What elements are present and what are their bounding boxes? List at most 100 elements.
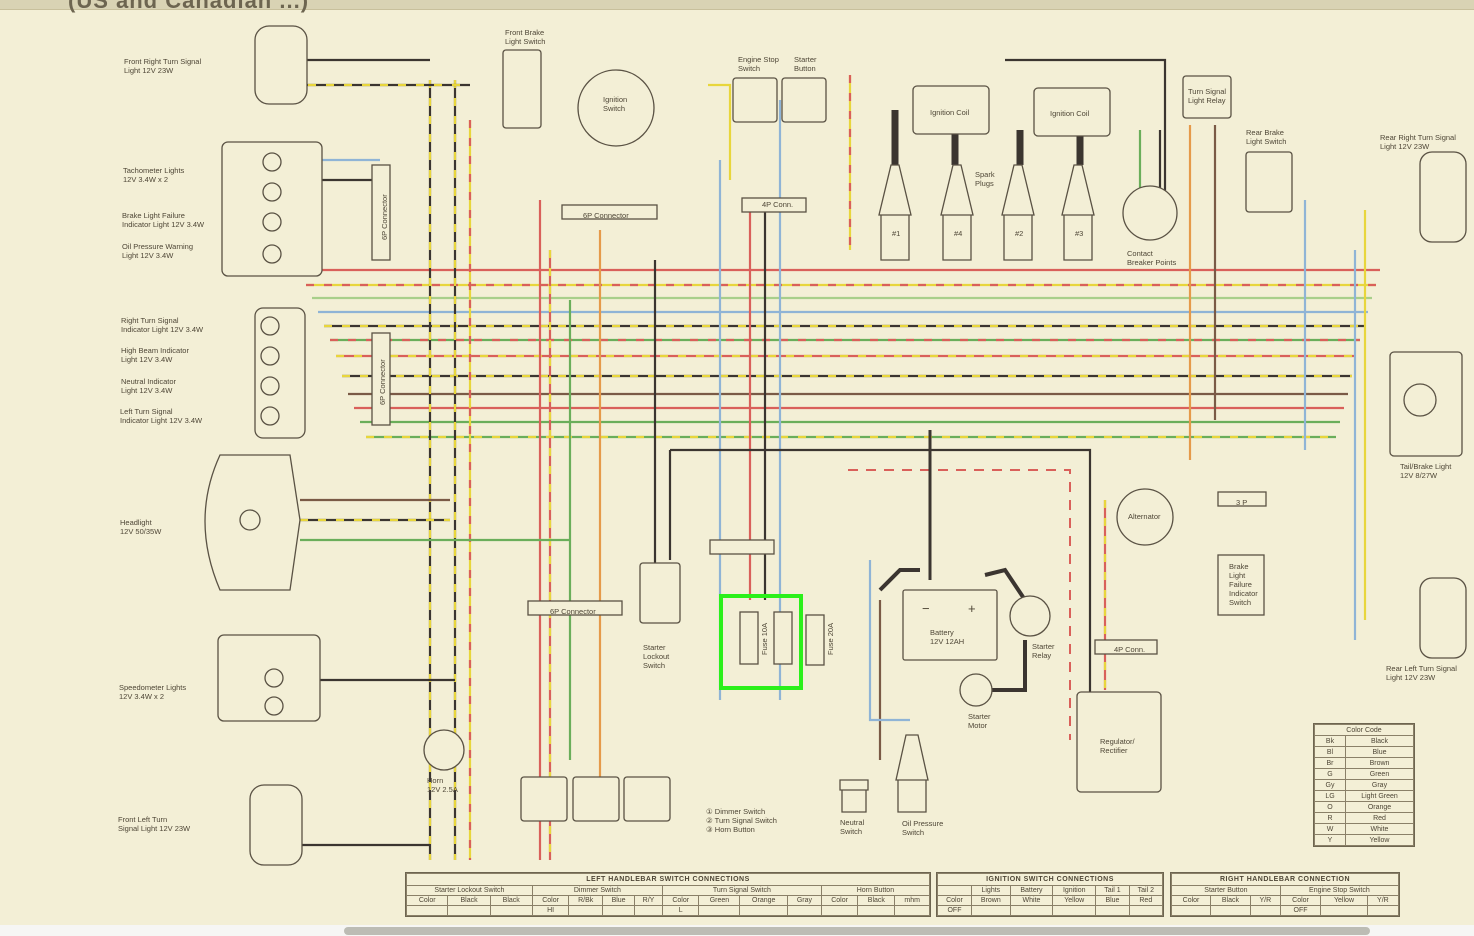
table-cell <box>1128 905 1164 916</box>
label-right-turn-indicator: Right Turn Signal Indicator Light 12V 3.… <box>121 316 204 334</box>
color-abbr: Bl <box>1314 746 1346 758</box>
color-abbr: G <box>1314 768 1346 780</box>
table-group-header: Ignition <box>1052 885 1097 896</box>
horn-button-icon <box>623 776 671 822</box>
table-column-header: Color <box>937 895 972 906</box>
engine-stop-switch-icon <box>732 77 778 123</box>
front-right-turn-signal-lamp <box>254 25 308 105</box>
table-cell <box>820 905 859 916</box>
bulb-icon <box>264 696 284 716</box>
label-regulator: Regulator/ Rectifier <box>1100 737 1135 755</box>
label-horn: Horn 12V 2.5A <box>427 776 458 794</box>
table-cell <box>1095 905 1130 916</box>
table-column-header: Blue <box>1095 895 1130 906</box>
table-title: IGNITION SWITCH CONNECTIONS <box>937 873 1163 886</box>
label-plug-1: #1 <box>892 229 901 238</box>
label-brake-failure-light: Brake Light Failure Indicator Light 12V … <box>122 211 205 229</box>
wires <box>280 58 1380 860</box>
color-abbr: Br <box>1314 757 1346 769</box>
label-neutral-indicator: Neutral Indicator Light 12V 3.4W <box>121 377 177 395</box>
label-rear-left-turn: Rear Left Turn Signal Light 12V 23W <box>1386 664 1457 682</box>
color-abbr: Gy <box>1314 779 1346 791</box>
wire <box>868 560 910 722</box>
table-group-header: Engine Stop Switch <box>1279 885 1400 896</box>
bulb-icon <box>260 346 280 366</box>
label-switch-legend: ① Dimmer Switch ② Turn Signal Switch ③ H… <box>706 807 777 834</box>
table-title: RIGHT HANDLEBAR CONNECTION <box>1171 873 1399 886</box>
table-cell <box>489 905 533 916</box>
table-column-header: Color <box>820 895 859 906</box>
table-column-header: White <box>1009 895 1054 906</box>
spark-plug-icon <box>1061 164 1095 261</box>
table-column-header: Green <box>698 895 741 906</box>
6p-connector-1 <box>371 164 391 261</box>
label-alternator: Alternator <box>1128 512 1161 521</box>
starter-button-icon <box>781 77 827 123</box>
table-cell <box>787 905 822 916</box>
table-column-header: Black <box>857 895 896 906</box>
table-group-header: Starter Lockout Switch <box>406 885 533 896</box>
label-starter-lockout: Starter Lockout Switch <box>643 643 670 670</box>
color-name: Brown <box>1345 757 1414 769</box>
label-6p-vertical-1: 6P Connector <box>380 194 389 240</box>
table-column-header: R/Bk <box>568 895 604 906</box>
table-cell: OFF <box>1279 905 1322 916</box>
label-battery-minus: − <box>922 601 930 616</box>
label-neutral-switch: Neutral Switch <box>840 818 865 836</box>
label-front-right-turn: Front Right Turn Signal Light 12V 23W <box>124 57 202 75</box>
table-cell: L <box>661 905 700 916</box>
turn-signal-switch-icon <box>572 776 620 822</box>
table-column-header: R/Y <box>634 895 663 906</box>
table-column-header: Y/R <box>1249 895 1281 906</box>
horizontal-scrollbar[interactable] <box>344 927 1370 935</box>
table-column-header: Blue <box>602 895 636 906</box>
table-group-header: Turn Signal Switch <box>661 885 822 896</box>
color-name: Yellow <box>1345 834 1414 846</box>
color-name: Blue <box>1345 746 1414 758</box>
fuse-10a-left-icon <box>739 611 759 665</box>
fuse-20a-icon <box>805 614 825 666</box>
label-connector-4p-bottom: 4P Conn. <box>1114 645 1146 654</box>
table-cell <box>1170 905 1212 916</box>
ignition-switch-icon <box>577 69 655 147</box>
label-connector-4p-top: 4P Conn. <box>762 200 794 209</box>
bulb-icon <box>262 212 282 232</box>
table-cell <box>1009 905 1054 916</box>
table-column-header: mhm <box>894 895 930 906</box>
table-cell <box>1366 905 1400 916</box>
dimmer-switch-icon <box>520 776 568 822</box>
color-name: Green <box>1345 768 1414 780</box>
regulator-rectifier-icon <box>1076 691 1162 793</box>
color-abbr: LG <box>1314 790 1346 802</box>
viewer-top-bar <box>0 0 1474 10</box>
wire <box>840 469 1071 740</box>
table-cell <box>602 905 636 916</box>
page-title-fragment: (US and Canadian ...) <box>68 0 310 13</box>
table-group-header: Tail 1 <box>1095 885 1130 896</box>
table-group-header: Tail 2 <box>1128 885 1164 896</box>
contact-breaker-points-icon <box>1122 185 1178 241</box>
fuse-highlight-box <box>719 594 803 690</box>
ignition-coil-1 <box>912 85 990 135</box>
rear-right-turn-signal-lamp <box>1419 151 1467 243</box>
table-column-header: Yellow <box>1320 895 1368 906</box>
label-ignition-coil-1: Ignition Coil <box>930 108 970 117</box>
label-oil-pressure-switch: Oil Pressure Switch <box>902 819 944 837</box>
3p-connector <box>1217 491 1267 507</box>
label-starter-motor: Starter Motor <box>968 712 991 730</box>
table-column-header: Color <box>405 895 449 906</box>
table-column-header: Color <box>1279 895 1322 906</box>
table-cell <box>1320 905 1368 916</box>
table-column-header: Y/R <box>1366 895 1400 906</box>
label-6p-vertical-2: 6P Connector <box>378 359 387 405</box>
table-group-header: Battery <box>1009 885 1054 896</box>
tachometer-lamp-housing <box>221 141 323 277</box>
table-cell <box>447 905 491 916</box>
